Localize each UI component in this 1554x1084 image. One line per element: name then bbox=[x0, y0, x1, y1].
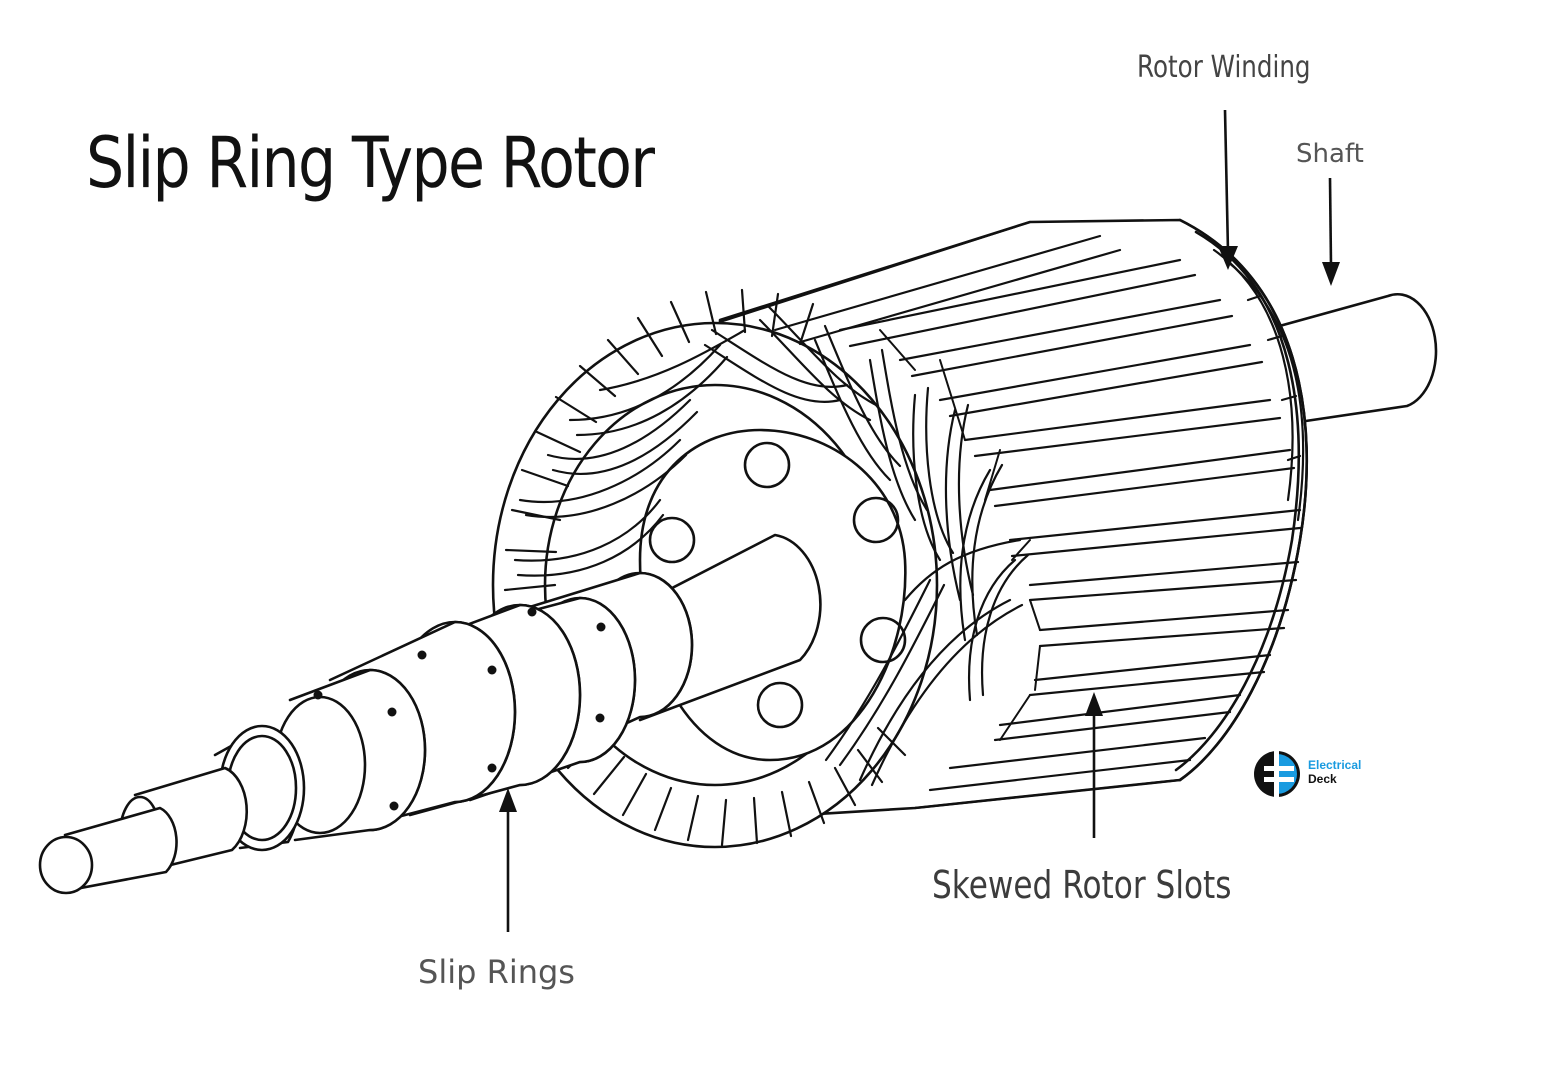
slip-ring-assembly bbox=[273, 571, 694, 842]
winding-leads bbox=[824, 538, 1024, 787]
shaft-arrow bbox=[1322, 177, 1340, 286]
electrical-deck-logo: Electrical Deck bbox=[1250, 748, 1380, 800]
logo-text-electrical: Electrical bbox=[1308, 758, 1362, 772]
skewed-rotor-slots-label: Skewed Rotor Slots bbox=[932, 863, 1232, 907]
shaft-label: Shaft bbox=[1296, 139, 1364, 169]
rotor-winding-label: Rotor Winding bbox=[1137, 50, 1311, 85]
rotor-winding-arrow bbox=[1218, 109, 1238, 270]
winding-overhang bbox=[513, 304, 1030, 702]
front-shaft bbox=[38, 766, 248, 895]
slip-rings-label: Slip Rings bbox=[418, 953, 575, 991]
slip-rings-arrow bbox=[499, 788, 517, 932]
logo-text-deck: Deck bbox=[1308, 772, 1337, 786]
core-facets bbox=[879, 329, 1041, 741]
right-shaft bbox=[1263, 292, 1438, 428]
skewed-slots-arrow bbox=[1085, 692, 1103, 838]
arrows bbox=[499, 109, 1340, 932]
skewed-slot-bars bbox=[718, 220, 1302, 810]
winding-end-band bbox=[1212, 248, 1305, 522]
slip-ring-dots bbox=[313, 607, 606, 811]
diagram-title: Slip Ring Type Rotor bbox=[86, 122, 655, 204]
logo-icon bbox=[1254, 751, 1300, 797]
